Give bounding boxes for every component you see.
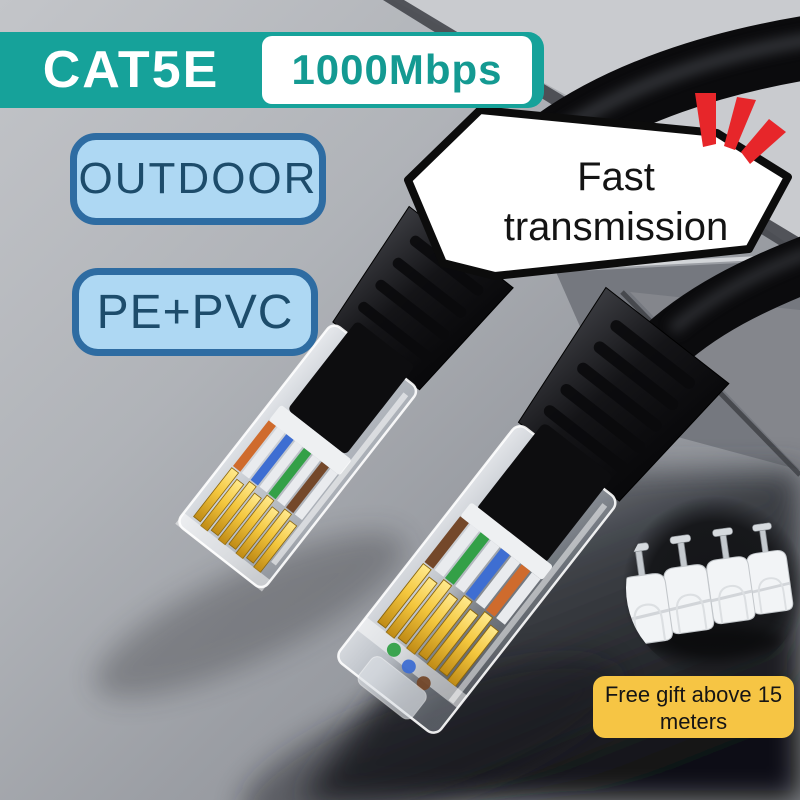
speed-badge: 1000Mbps bbox=[262, 36, 532, 104]
wire-stripes bbox=[424, 516, 541, 625]
gift-label-text: Free gift above 15 meters bbox=[604, 682, 783, 734]
category-label: CAT5E bbox=[0, 32, 262, 108]
gold-pins bbox=[193, 467, 298, 573]
badge-pe-pvc: PE+PVC bbox=[72, 268, 318, 356]
badge-outdoor: OUTDOOR bbox=[70, 133, 326, 225]
wire-stripes bbox=[232, 420, 338, 520]
callout-text: Fast transmission bbox=[487, 146, 745, 258]
gold-pins bbox=[377, 562, 500, 688]
category-text: CAT5E bbox=[42, 41, 220, 99]
emphasis-marks-icon bbox=[695, 93, 786, 164]
rj45-connector-right bbox=[337, 286, 730, 734]
rj45-connector-left bbox=[175, 205, 514, 592]
gift-label: Free gift above 15 meters bbox=[593, 676, 794, 738]
callout-label: Fast transmission bbox=[503, 155, 729, 249]
badge-pe-pvc-label: PE+PVC bbox=[96, 285, 294, 339]
callout-bubble bbox=[404, 106, 792, 280]
badge-outdoor-label: OUTDOOR bbox=[78, 154, 318, 203]
speed-text: 1000Mbps bbox=[291, 46, 503, 93]
gift-photo-cable-clips bbox=[622, 496, 800, 680]
